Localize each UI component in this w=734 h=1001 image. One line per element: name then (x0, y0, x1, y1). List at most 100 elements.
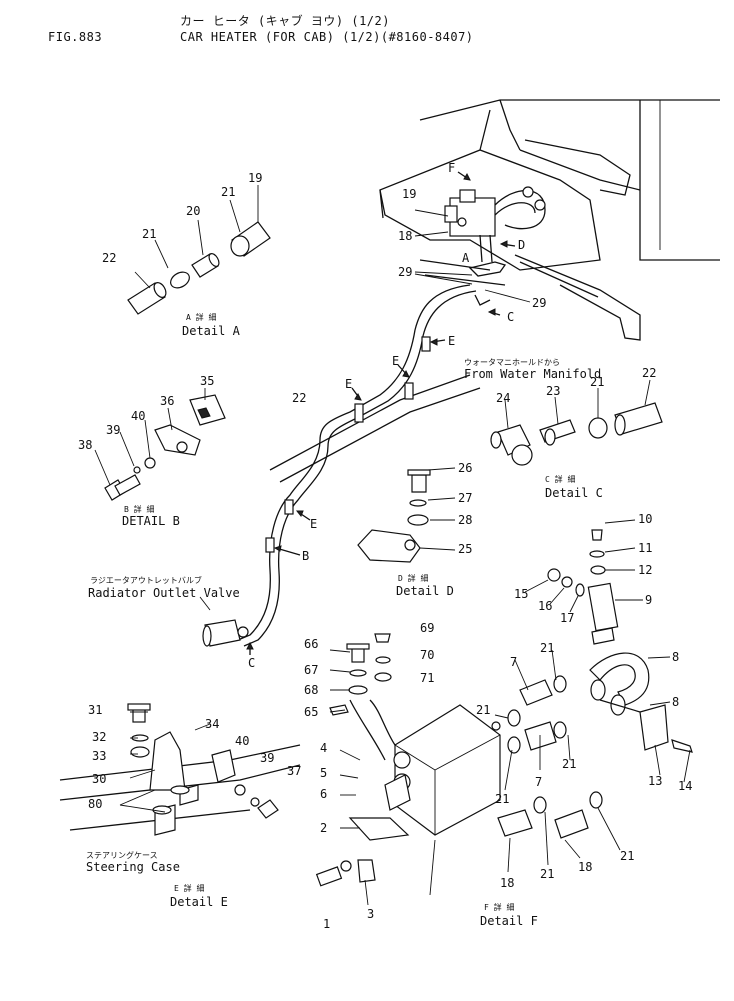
part-21b: 21 (142, 227, 156, 241)
callout-e-3: E (345, 377, 352, 391)
part-36: 36 (160, 394, 174, 408)
part-35: 35 (200, 374, 214, 388)
part-40a: 40 (131, 409, 145, 423)
part-22b: 22 (292, 391, 306, 405)
part-12: 12 (638, 563, 652, 577)
part-21i: 21 (620, 849, 634, 863)
part-39a: 39 (106, 423, 120, 437)
part-37: 37 (287, 764, 301, 778)
part-65: 65 (304, 705, 318, 719)
part-71: 71 (420, 671, 434, 685)
part-8b: 8 (672, 695, 679, 709)
part-21c: 21 (590, 375, 604, 389)
part-80: 80 (88, 797, 102, 811)
callout-e-2: E (392, 354, 399, 368)
part-23: 23 (546, 384, 560, 398)
part-15: 15 (514, 587, 528, 601)
part-16: 16 (538, 599, 552, 613)
heater-unit (315, 633, 501, 906)
part-21e: 21 (476, 703, 490, 717)
part-9: 9 (645, 593, 652, 607)
part-21h: 21 (540, 867, 554, 881)
part-26: 26 (458, 461, 472, 475)
part-21f: 21 (562, 757, 576, 771)
part-22c: 22 (642, 366, 656, 380)
part-31: 31 (88, 703, 102, 717)
part-27: 27 (458, 491, 472, 505)
detail-e-en: Detail E (170, 895, 228, 909)
detail-f-en: Detail F (480, 914, 538, 928)
part-32: 32 (92, 730, 106, 744)
callout-a: A (462, 251, 470, 265)
detail-e-jp: E 詳 細 (174, 883, 204, 893)
detail-c-en: Detail C (545, 486, 603, 500)
detail-b-en: DETAIL B (122, 514, 180, 528)
detail-c-parts (490, 379, 663, 466)
part-20: 20 (186, 204, 200, 218)
part-18a: 18 (398, 229, 412, 243)
part-21g: 21 (495, 792, 509, 806)
detail-b-jp: B 詳 細 (124, 504, 154, 514)
part-19a: 19 (248, 171, 262, 185)
part-29b: 29 (532, 296, 546, 310)
note-valve-jp: ラジエータアウトレットバルブ (90, 575, 202, 585)
part-13: 13 (648, 774, 662, 788)
part-8a: 8 (672, 650, 679, 664)
note-manifold-en: From Water Manifold (464, 367, 601, 381)
title-english: CAR HEATER (FOR CAB) (1/2)(#8160-8407) (180, 30, 474, 44)
part-21d: 21 (540, 641, 554, 655)
part-38: 38 (78, 438, 92, 452)
detail-f-parts (494, 519, 693, 873)
part-18c: 18 (500, 876, 514, 890)
note-steering-en: Steering Case (86, 860, 180, 874)
detail-captions: A 詳 細 Detail A B 詳 細 DETAIL B C 詳 細 Deta… (86, 312, 603, 928)
part-5: 5 (320, 766, 327, 780)
callout-arrows (246, 171, 531, 655)
detail-b-parts (94, 388, 226, 501)
callout-c-bottom: C (248, 656, 255, 670)
part-25: 25 (458, 542, 472, 556)
part-21a: 21 (221, 185, 235, 199)
part-70: 70 (420, 648, 434, 662)
figure-number: FIG.883 (48, 30, 103, 44)
part-4: 4 (320, 741, 327, 755)
detail-a-parts (127, 185, 271, 315)
callout-f: F (448, 161, 455, 175)
part-66: 66 (304, 637, 318, 651)
callout-letters: F D A C E E E E B C (248, 161, 525, 670)
part-34: 34 (205, 717, 219, 731)
part-24: 24 (496, 391, 510, 405)
detail-d-en: Detail D (396, 584, 454, 598)
part-19b: 19 (402, 187, 416, 201)
note-valve-en: Radiator Outlet Valve (88, 586, 240, 600)
part-33: 33 (92, 749, 106, 763)
note-valve-leader (199, 596, 211, 611)
callout-e-1: E (448, 334, 455, 348)
part-14: 14 (678, 779, 692, 793)
part-17: 17 (560, 611, 574, 625)
part-69: 69 (420, 621, 434, 635)
part-numbers: 19 21 20 21 22 19 18 29 29 22 35 36 40 3… (78, 171, 692, 931)
note-steering-jp: ステアリングケース (86, 850, 158, 860)
detail-d-jp: D 詳 細 (398, 573, 428, 583)
part-22a: 22 (102, 251, 116, 265)
cab-structure (379, 99, 720, 341)
detail-a-en: Detail A (182, 324, 241, 338)
part-68: 68 (304, 683, 318, 697)
part-11: 11 (638, 541, 652, 555)
part-18b: 18 (578, 860, 592, 874)
pipe-run (202, 284, 481, 647)
detail-d-parts (357, 467, 456, 563)
title-japanese: カー ヒータ (キャブ ヨウ) (1/2) (180, 14, 390, 28)
part-28: 28 (458, 513, 472, 527)
part-29a: 29 (398, 265, 412, 279)
detail-f-jp: F 詳 細 (484, 902, 514, 912)
part-2: 2 (320, 821, 327, 835)
note-manifold-jp: ウォータマニホールドから (464, 358, 560, 367)
part-39b: 39 (260, 751, 274, 765)
callout-c-top: C (507, 310, 514, 324)
part-6: 6 (320, 787, 327, 801)
callout-b: B (302, 549, 309, 563)
part-1: 1 (323, 917, 330, 931)
